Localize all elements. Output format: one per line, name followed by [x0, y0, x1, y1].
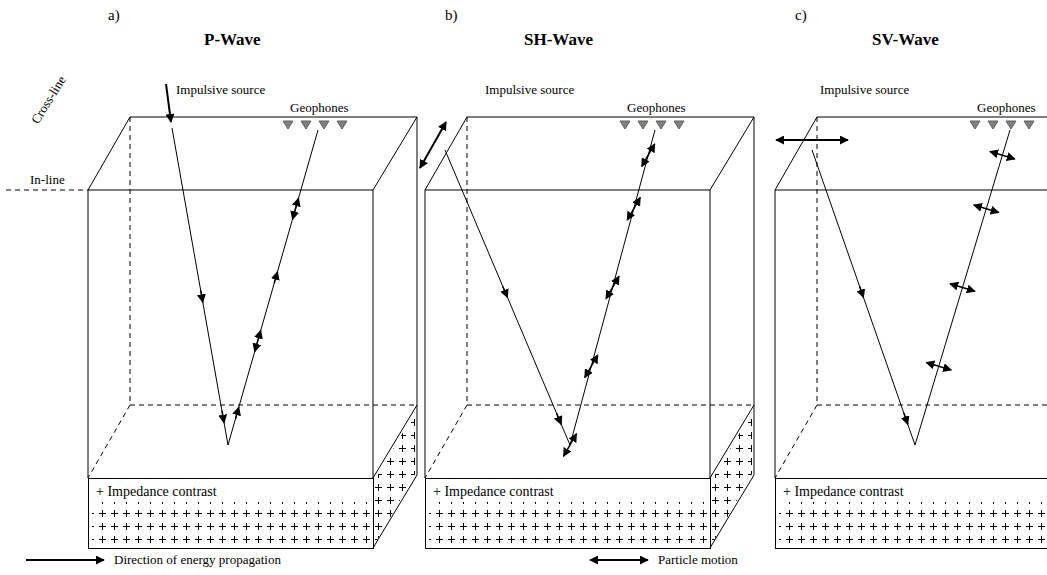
impedance-layer: + Impedance contrast — [425, 478, 711, 549]
source-arrow — [166, 84, 171, 122]
label-text: Impulsive source — [820, 82, 909, 97]
geophone-symbol — [674, 121, 684, 129]
annotation-label: a) — [108, 6, 120, 24]
ray-paths — [166, 84, 1034, 456]
impedance-layer: + Impedance contrast — [775, 478, 1047, 549]
layer-label: + Impedance contrast — [94, 484, 219, 500]
geophone-symbol — [638, 121, 648, 129]
label-text: a) — [108, 7, 120, 23]
particle-motion-arrow — [950, 284, 975, 292]
ray-line — [570, 130, 655, 445]
energy-arrow — [503, 286, 508, 297]
particle-motion-arrow — [585, 355, 598, 378]
source-arrow — [776, 139, 848, 141]
energy-arrow — [201, 291, 203, 303]
energy-arrow — [904, 413, 908, 424]
geophone-symbol — [620, 121, 630, 129]
annotation-label: In-line — [30, 172, 65, 188]
label-text: In-line — [30, 172, 65, 187]
label-text: SH-Wave — [524, 30, 593, 49]
particle-motion-arrow — [974, 205, 999, 213]
in-line-axis — [6, 190, 88, 191]
annotation-label: Geophones — [627, 100, 686, 116]
legend-arrow — [26, 552, 106, 568]
annotation-label: Impulsive source — [820, 82, 909, 98]
ray-line — [445, 150, 570, 445]
label-text: b) — [445, 7, 458, 23]
legend-sample-line — [590, 559, 648, 561]
annotation-label: Geophones — [977, 100, 1036, 116]
legend-text: Particle motion — [658, 552, 738, 568]
label-text: Impulsive source — [176, 82, 265, 97]
label-text: Geophones — [977, 100, 1036, 115]
source-arrow — [420, 122, 446, 168]
legend-entry: Particle motion — [588, 552, 738, 568]
geophone-symbol — [283, 121, 293, 129]
label-text: P-Wave — [204, 30, 261, 49]
annotation-label: Cross-line — [28, 73, 70, 127]
geophone-symbol — [319, 121, 329, 129]
legend-text: Direction of energy propagation — [114, 552, 281, 568]
geophone-symbol — [1024, 121, 1034, 129]
particle-motion-arrow — [926, 362, 951, 370]
block-frame — [775, 117, 1047, 548]
particle-motion-arrow — [627, 197, 640, 220]
ray-line — [172, 128, 228, 445]
geophone-symbol — [1006, 121, 1016, 129]
geophone-symbol — [301, 121, 311, 129]
energy-arrow — [557, 413, 562, 424]
label-text: Impulsive source — [485, 82, 574, 97]
ray-line — [228, 130, 318, 445]
particle-motion-arrow — [642, 144, 655, 167]
label-text: c) — [795, 7, 807, 23]
block-frame — [425, 117, 754, 548]
ray-line — [915, 130, 1010, 445]
legend-double-arrow — [588, 552, 650, 568]
energy-arrow — [860, 286, 864, 297]
energy-arrow — [274, 272, 277, 284]
annotation-label: c) — [795, 6, 807, 24]
layer-label: + Impedance contrast — [781, 484, 906, 500]
geophone-symbol — [970, 121, 980, 129]
energy-arrow — [222, 411, 224, 423]
label-text: SV-Wave — [872, 30, 939, 49]
legend-sample-line — [26, 559, 104, 561]
geophone-symbol — [337, 121, 347, 129]
energy-arrow — [236, 407, 239, 419]
label-text: Cross-line — [28, 73, 69, 126]
particle-motion-arrow — [990, 151, 1015, 159]
particle-motion-arrow — [564, 434, 577, 457]
particle-motion-arrow — [255, 330, 261, 351]
panel-title: P-Wave — [204, 30, 261, 50]
impedance-layer: + Impedance contrast — [88, 478, 374, 549]
annotation-label: b) — [445, 6, 458, 24]
label-text: Geophones — [627, 100, 686, 115]
particle-motion-arrow — [292, 198, 298, 219]
legend-entry: Direction of energy propagation — [26, 552, 281, 568]
label-text: Geophones — [290, 100, 349, 115]
particle-motion-arrow — [606, 276, 619, 299]
geophone-symbol — [988, 121, 998, 129]
annotation-label: Geophones — [290, 100, 349, 116]
annotation-label: Impulsive source — [176, 82, 265, 98]
panel-title: SH-Wave — [524, 30, 593, 50]
annotation-label: Impulsive source — [485, 82, 574, 98]
block-frame — [88, 117, 417, 548]
ray-line — [812, 150, 915, 445]
layer-label: + Impedance contrast — [431, 484, 556, 500]
geophone-symbol — [656, 121, 666, 129]
panel-title: SV-Wave — [872, 30, 939, 50]
